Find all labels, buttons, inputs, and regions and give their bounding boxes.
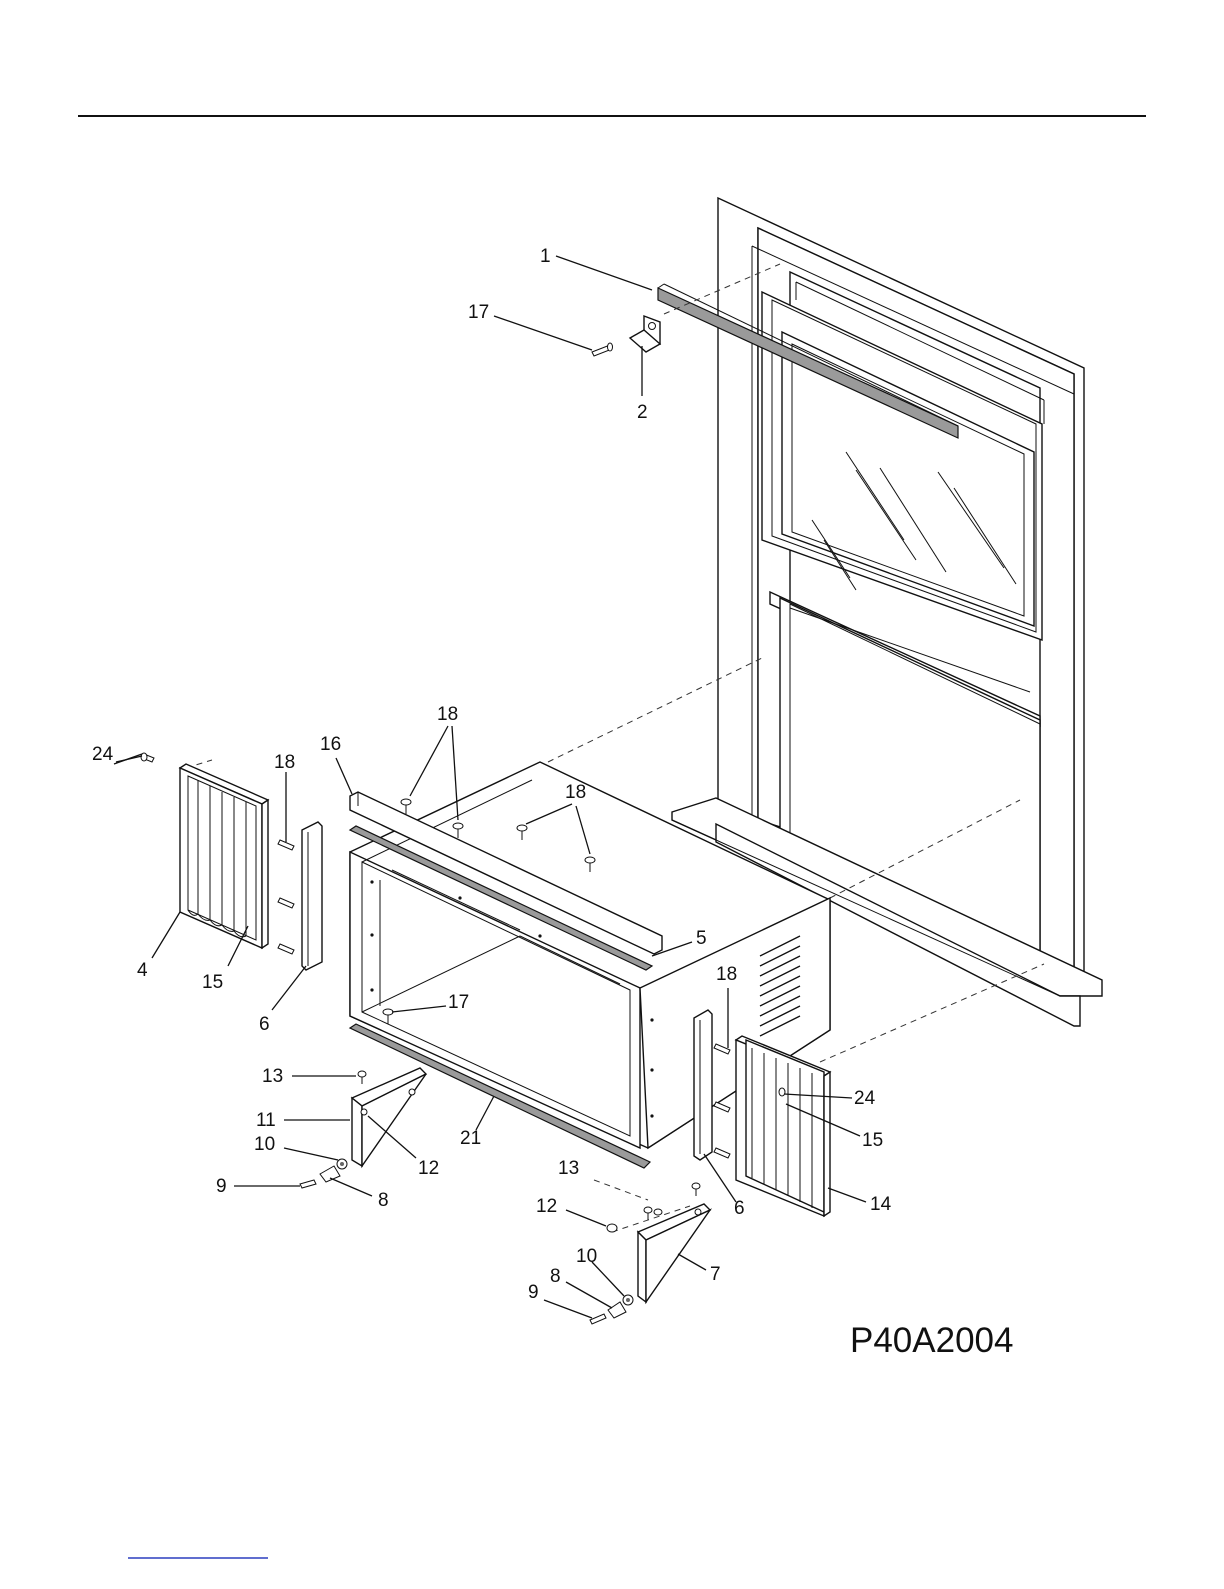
callout-5: 5 (696, 928, 707, 949)
callout-15-left: 15 (202, 972, 223, 993)
callout-13-left: 13 (262, 1066, 283, 1087)
right-support-bracket (638, 1204, 710, 1302)
callout-14: 14 (870, 1194, 892, 1215)
callout-18-mid: 18 (565, 782, 586, 803)
callout-12-right: 12 (536, 1196, 557, 1217)
drawing-code: P40A2004 (850, 1321, 1013, 1360)
callout-2: 2 (637, 402, 648, 423)
callout-15-right: 15 (862, 1130, 883, 1151)
callout-21: 21 (460, 1128, 481, 1149)
callout-4: 4 (137, 960, 148, 981)
right-side-curtain-panel (736, 1036, 830, 1216)
callout-13-right: 13 (558, 1158, 579, 1179)
callout-10-right: 10 (576, 1246, 597, 1267)
callout-8-left: 8 (378, 1190, 389, 1211)
callout-6-left: 6 (259, 1014, 270, 1035)
callout-6-right: 6 (734, 1198, 745, 1219)
screw-icon (592, 343, 613, 356)
callout-11: 11 (256, 1110, 276, 1131)
callout-7: 7 (710, 1264, 721, 1285)
callout-9-right: 9 (528, 1282, 539, 1303)
callout-24-left: 24 (92, 744, 114, 765)
callout-1: 1 (540, 246, 551, 267)
callout-10-left: 10 (254, 1134, 275, 1155)
callout-12-left: 12 (418, 1158, 439, 1179)
left-side-curtain-panel (180, 764, 268, 948)
callout-18-right: 18 (716, 964, 737, 985)
callout-17-mid: 17 (448, 992, 469, 1013)
left-panel-retainer (302, 822, 322, 970)
callout-9-left: 9 (216, 1176, 227, 1197)
callout-18-left: 18 (274, 752, 295, 773)
right-panel-retainer (694, 1010, 712, 1160)
callout-8-right: 8 (550, 1266, 561, 1287)
left-support-bracket (352, 1068, 426, 1166)
callout-17-top: 17 (468, 302, 489, 323)
callout-24-right: 24 (854, 1088, 876, 1109)
callout-16: 16 (320, 734, 341, 755)
callout-18-top: 18 (437, 704, 458, 725)
top-mounting-bracket (630, 316, 660, 352)
